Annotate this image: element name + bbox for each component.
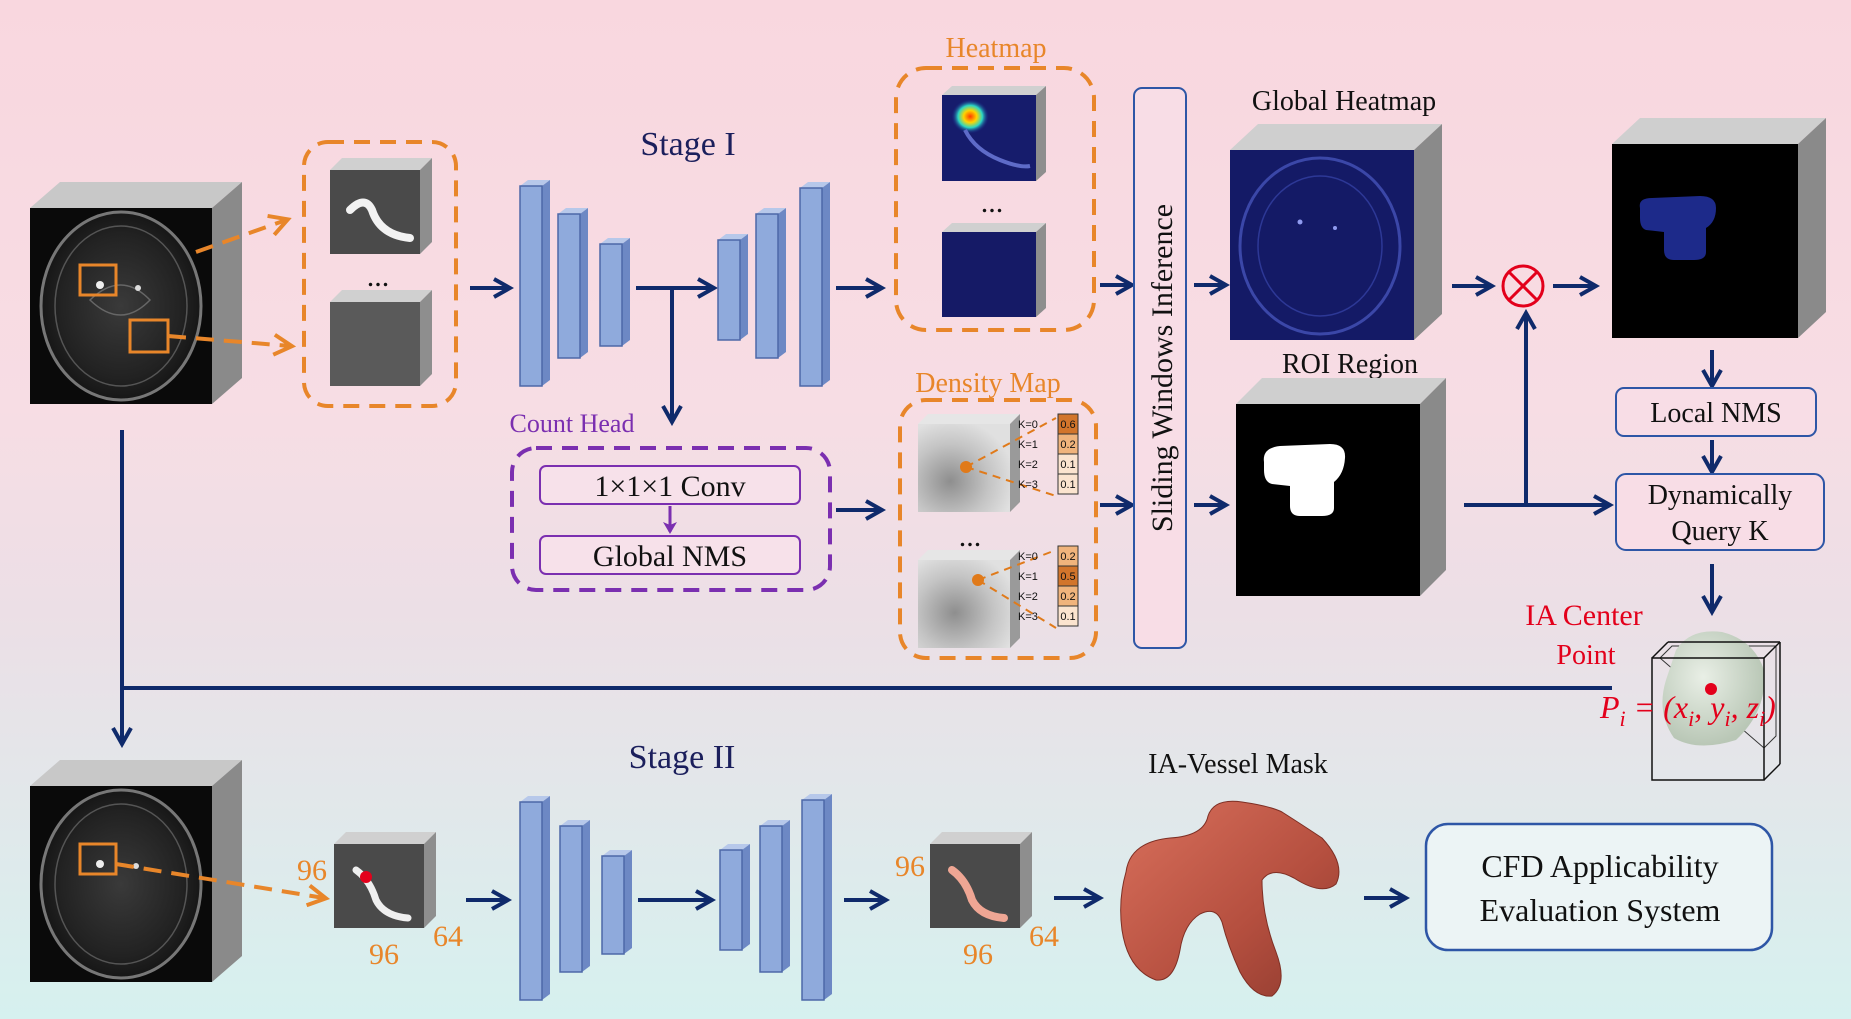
unet-decoder-stage1 xyxy=(717,182,830,387)
unet-encoder-stage2 xyxy=(519,796,632,1001)
density-k-label: K=2 xyxy=(1018,459,1038,471)
density-patch-2 xyxy=(918,549,1057,648)
heatmap-box xyxy=(894,66,1096,332)
orange-arrow-upper xyxy=(195,220,286,254)
density-prob-value: 0.2 xyxy=(1060,551,1075,563)
center-point-formula: Pi = (xi, yi, zi) xyxy=(1599,689,1776,731)
density-k-label: K=1 xyxy=(1018,439,1038,451)
stage2-title: Stage II xyxy=(629,739,736,776)
local-nms-box xyxy=(1615,387,1817,437)
mask-title: IA-Vessel Mask xyxy=(1148,749,1328,780)
cfd-line2: Evaluation System xyxy=(1480,892,1721,928)
global-heatmap-cube xyxy=(1230,124,1442,340)
cfd-line1: CFD Applicability xyxy=(1481,848,1718,884)
conv-label: 1×1×1 Conv xyxy=(594,470,745,503)
density-patch-1 xyxy=(918,414,1057,512)
patches-box xyxy=(302,140,458,408)
stage2-output-patch xyxy=(930,832,1032,928)
conv-box xyxy=(539,465,801,505)
density-title: Density Map xyxy=(915,368,1060,399)
density-k-label: K=3 xyxy=(1018,611,1038,623)
ia-vessel-mask-shape xyxy=(1120,800,1340,997)
multiply-icon xyxy=(1501,264,1545,308)
orange-arrow-lower xyxy=(167,336,290,346)
density-k-label: K=0 xyxy=(1018,419,1038,431)
stage1-title: Stage I xyxy=(640,126,735,163)
sliding-window-box xyxy=(1133,87,1187,649)
density-prob-value: 0.1 xyxy=(1060,611,1075,623)
global-heatmap-title: Global Heatmap xyxy=(1252,86,1436,117)
density-box xyxy=(898,398,1098,660)
stage2-input-patch xyxy=(334,832,436,928)
count-head-title: Count Head xyxy=(510,409,635,438)
roi-title: ROI Region xyxy=(1282,349,1418,380)
stage2-out-dim-1: 96 xyxy=(895,850,925,883)
cfd-box xyxy=(1424,822,1774,952)
dynamic-query-line2: Query K xyxy=(1671,516,1768,547)
global-nms-box xyxy=(539,535,801,575)
sliding-window-label: Sliding Windows Inference xyxy=(1146,204,1179,532)
dynamic-query-line1: Dynamically xyxy=(1648,480,1793,511)
dynamic-query-box xyxy=(1615,473,1825,551)
ia-center-line2: Point xyxy=(1556,640,1615,671)
roi-cube xyxy=(1236,378,1446,596)
density-ellipsis: ... xyxy=(959,520,982,553)
patch-1 xyxy=(330,158,432,254)
density-k-label: K=0 xyxy=(1018,551,1038,563)
density-prob-value: 0.1 xyxy=(1060,479,1075,491)
ia-center-cube xyxy=(1651,631,1781,781)
unet-encoder-stage1 xyxy=(519,180,630,387)
density-prob-value: 0.2 xyxy=(1060,439,1075,451)
stage2-in-dim-3: 64 xyxy=(433,920,463,953)
patch-2 xyxy=(330,290,432,386)
local-nms-label: Local NMS xyxy=(1650,398,1781,429)
density-k-label: K=2 xyxy=(1018,591,1038,603)
heatmap-title: Heatmap xyxy=(945,33,1046,64)
heatmap-patch-2 xyxy=(942,223,1046,317)
input-mri-cube-stage2 xyxy=(30,760,242,982)
heatmap-patch-1 xyxy=(942,86,1046,181)
orange-arrow-stage2 xyxy=(115,862,324,898)
density-k-label: K=1 xyxy=(1018,571,1038,583)
density-prob-value: 0.1 xyxy=(1060,459,1075,471)
patches-ellipsis: ... xyxy=(367,260,390,293)
density-prob-value: 0.2 xyxy=(1060,591,1075,603)
stage2-out-dim-3: 64 xyxy=(1029,920,1059,953)
density-prob-cell xyxy=(1057,605,1079,627)
count-head-box xyxy=(510,446,832,592)
ia-center-line1: IA Center xyxy=(1525,599,1642,632)
stage2-in-dim-2: 96 xyxy=(369,938,399,971)
result-cube xyxy=(1612,118,1826,338)
unet-decoder-stage2 xyxy=(719,794,832,1001)
density-prob-value: 0.6 xyxy=(1060,419,1075,431)
input-mri-cube xyxy=(30,182,242,404)
global-nms-label: Global NMS xyxy=(593,540,747,573)
density-prob-cell xyxy=(1057,473,1079,495)
line-roi-to-multiply xyxy=(1464,315,1526,507)
stage2-in-dim-1: 96 xyxy=(297,854,327,887)
stage2-out-dim-2: 96 xyxy=(963,938,993,971)
heatmap-ellipsis: ... xyxy=(981,186,1004,219)
density-prob-value: 0.5 xyxy=(1060,571,1075,583)
density-k-label: K=3 xyxy=(1018,479,1038,491)
